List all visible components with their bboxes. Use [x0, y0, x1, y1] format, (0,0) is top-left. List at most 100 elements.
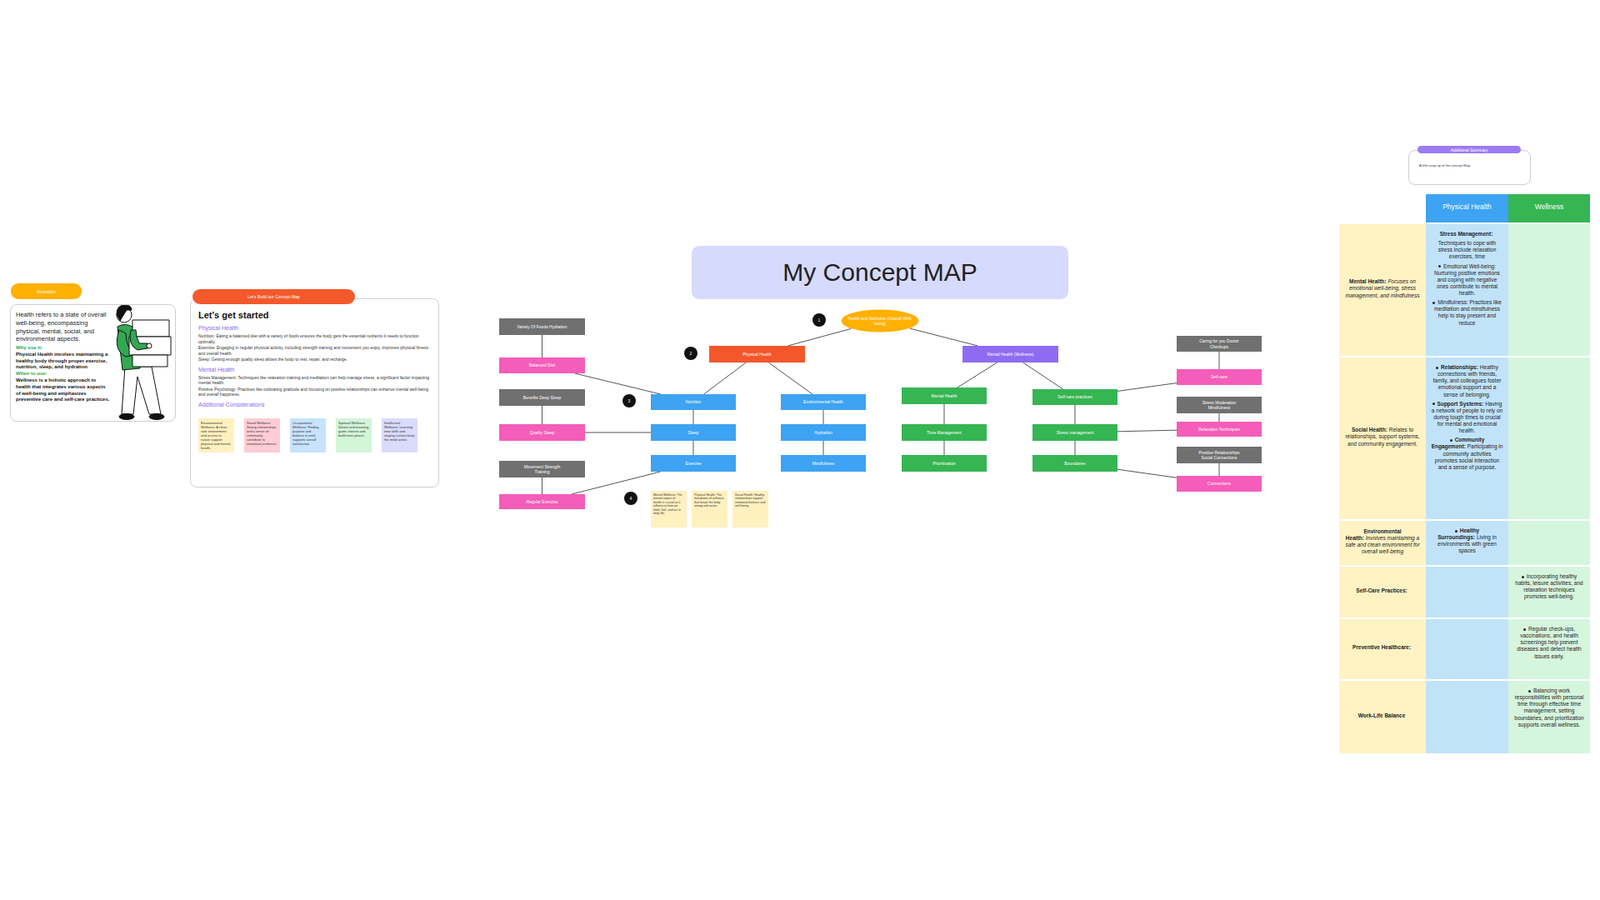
- cell-item: Physical Health: [1442, 202, 1492, 212]
- table-text: Regular check-ups, vaccinations, and hea…: [1516, 625, 1581, 660]
- connector-line: [823, 410, 825, 425]
- carried-box: [132, 320, 170, 337]
- topic-box: Stress management: [1032, 424, 1118, 441]
- node-text: Movement Strength Training: [517, 464, 568, 475]
- table-cell: [1425, 566, 1509, 618]
- callout-number: 2: [684, 346, 698, 360]
- node-text: Physical Health: [198, 325, 431, 331]
- cell-item: Mindfulness: Practices like meditation a…: [1430, 299, 1504, 327]
- table-text: Work-Life Balance: [1358, 712, 1406, 719]
- connector-line: [1219, 463, 1220, 476]
- table-text: Mental Health:: [1349, 278, 1386, 285]
- person-hair: [116, 305, 132, 321]
- connector-line: [693, 440, 695, 455]
- node-text: Illustration: [36, 289, 56, 295]
- detail-box: Stress Moderation Mindfulness: [1176, 396, 1262, 414]
- table-text: Balancing work responsibilities with per…: [1514, 687, 1584, 728]
- cell-item: Incorporating healthy habits, leisure ac…: [1513, 573, 1585, 601]
- node-text: Physical Health involves maintaining a h…: [15, 351, 112, 371]
- connector-line: [575, 373, 661, 395]
- node-text: Relaxation Techniques: [1198, 426, 1240, 433]
- node-text: When to use:: [15, 370, 112, 378]
- bullet-dot: [1455, 530, 1458, 533]
- concept-box: Quality Sleep: [499, 424, 585, 441]
- bullet-dot: [1523, 628, 1526, 631]
- node-text: Caring for you Doctor Checkups: [1194, 338, 1245, 350]
- table-cell: [1508, 224, 1590, 356]
- connector-line: [1117, 383, 1177, 392]
- detail-box: Movement Strength Training: [499, 460, 585, 478]
- sticky-note: Physical Health: The foundation of welln…: [691, 490, 728, 528]
- table-text: Preventive Healthcare:: [1352, 644, 1411, 650]
- cell-item: Self-Care Practices:: [1344, 587, 1421, 595]
- node-text: Spiritual Wellness: Values and meaning g…: [338, 420, 370, 438]
- node-text: Physical Health: [742, 351, 771, 358]
- carried-box: [132, 355, 168, 367]
- node-text: Regular Exercise: [525, 499, 558, 505]
- node-text: Benefits Deep Sleep: [523, 395, 562, 401]
- topic-box: Hydration: [780, 424, 866, 441]
- node-text: Sleep: Getting enough quality sleep allo…: [198, 356, 432, 363]
- table-cell: Regular check-ups, vaccinations, and hea…: [1508, 619, 1590, 680]
- table-cell: Physical Health: [1425, 194, 1509, 223]
- connector-line: [1023, 362, 1064, 390]
- table-text: Physical Health: [1442, 202, 1492, 211]
- table-cell: Balancing work responsibilities with per…: [1508, 680, 1590, 754]
- detail-box: Benefits Deep Sleep: [499, 389, 585, 406]
- node-text: Hydration: [814, 430, 832, 436]
- topic-box: Exercise: [650, 455, 736, 472]
- topic-box: Self-care practices: [1032, 389, 1118, 405]
- table-text: Healthy Surroundings:: [1437, 527, 1480, 540]
- table-text: Social Health:: [1351, 426, 1388, 433]
- info-card: Let's get startedPhysical HealthNutritio…: [190, 298, 440, 488]
- table-text: Techniques to cope with stress include r…: [1438, 240, 1497, 260]
- node-text: Nutrition: [685, 399, 702, 405]
- node-text: Mental Health: [931, 393, 958, 400]
- concept-box: Regular Exercise: [499, 494, 585, 510]
- category-box: Mental Health (Wellness): [962, 345, 1059, 363]
- topic-box: Mindfulness: [780, 455, 866, 472]
- node-text: Mental Health (Wellness): [987, 351, 1035, 358]
- table-text: Relationships:: [1440, 364, 1479, 370]
- node-text: Prioritization: [932, 460, 956, 467]
- cell-item: Community Engagement:Participating in co…: [1430, 436, 1504, 471]
- connector-line: [704, 362, 747, 395]
- node-text: Positive Psychology: Practices like cult…: [198, 386, 432, 398]
- person-shoe: [119, 414, 135, 420]
- callout-number: 1: [812, 313, 826, 327]
- topic-box: Sleep: [650, 424, 736, 441]
- node-text: Let's Build our Concept Map: [247, 294, 300, 300]
- callout-number: 3: [622, 394, 636, 408]
- connector-line: [693, 410, 695, 425]
- table-cell: Healthy Surroundings:Living in environme…: [1425, 520, 1509, 565]
- connector-line: [944, 440, 945, 455]
- sticky-note: Occupational Wellness: Finding purpose a…: [290, 418, 326, 453]
- node-text: Balanced Diet: [529, 362, 555, 369]
- table-text: Self-Care Practices:: [1355, 587, 1407, 594]
- node-text: Wellness is a holistic approach to healt…: [15, 377, 112, 404]
- sticky-note: Spiritual Wellness: Values and meaning g…: [335, 418, 372, 453]
- connector-line: [823, 440, 825, 455]
- concept-box: Self-care: [1176, 369, 1262, 385]
- connector-line: [1075, 440, 1076, 455]
- table-text: Incorporating healthy habits, leisure ac…: [1515, 573, 1583, 600]
- bullet-dot: [1432, 301, 1435, 305]
- connector-line: [1117, 469, 1177, 478]
- sticky-note: Environmental Wellness: A clean, safe en…: [198, 418, 235, 453]
- topic-box: Nutrition: [650, 394, 736, 410]
- person-legs: [121, 366, 161, 415]
- cell-item: Stress Management:: [1430, 230, 1504, 238]
- summary-card: A little wrap up of the concept Map: [1408, 150, 1531, 185]
- detail-box: Positive Relationships Social Connection…: [1176, 446, 1262, 464]
- node-text: Nutrition: Eating a balanced diet with a…: [198, 333, 432, 345]
- topic-box: Prioritization: [901, 455, 987, 472]
- cell-item: Work-Life Balance: [1344, 712, 1421, 720]
- node-text: Mental Wellness: The mental aspect of he…: [653, 493, 685, 516]
- tag-pill: Additional Summary: [1417, 145, 1521, 154]
- table-cell: Self-Care Practices:: [1339, 566, 1426, 618]
- connector-line: [957, 362, 998, 388]
- table-cell: Stress Management: Techniques to cope wit…: [1425, 224, 1509, 356]
- concept-box: Balanced Diet: [499, 357, 585, 374]
- node-text: Social Health: Healthy relationships sup…: [735, 493, 766, 509]
- cell-item: Support Systems:Having a network of peop…: [1430, 400, 1504, 435]
